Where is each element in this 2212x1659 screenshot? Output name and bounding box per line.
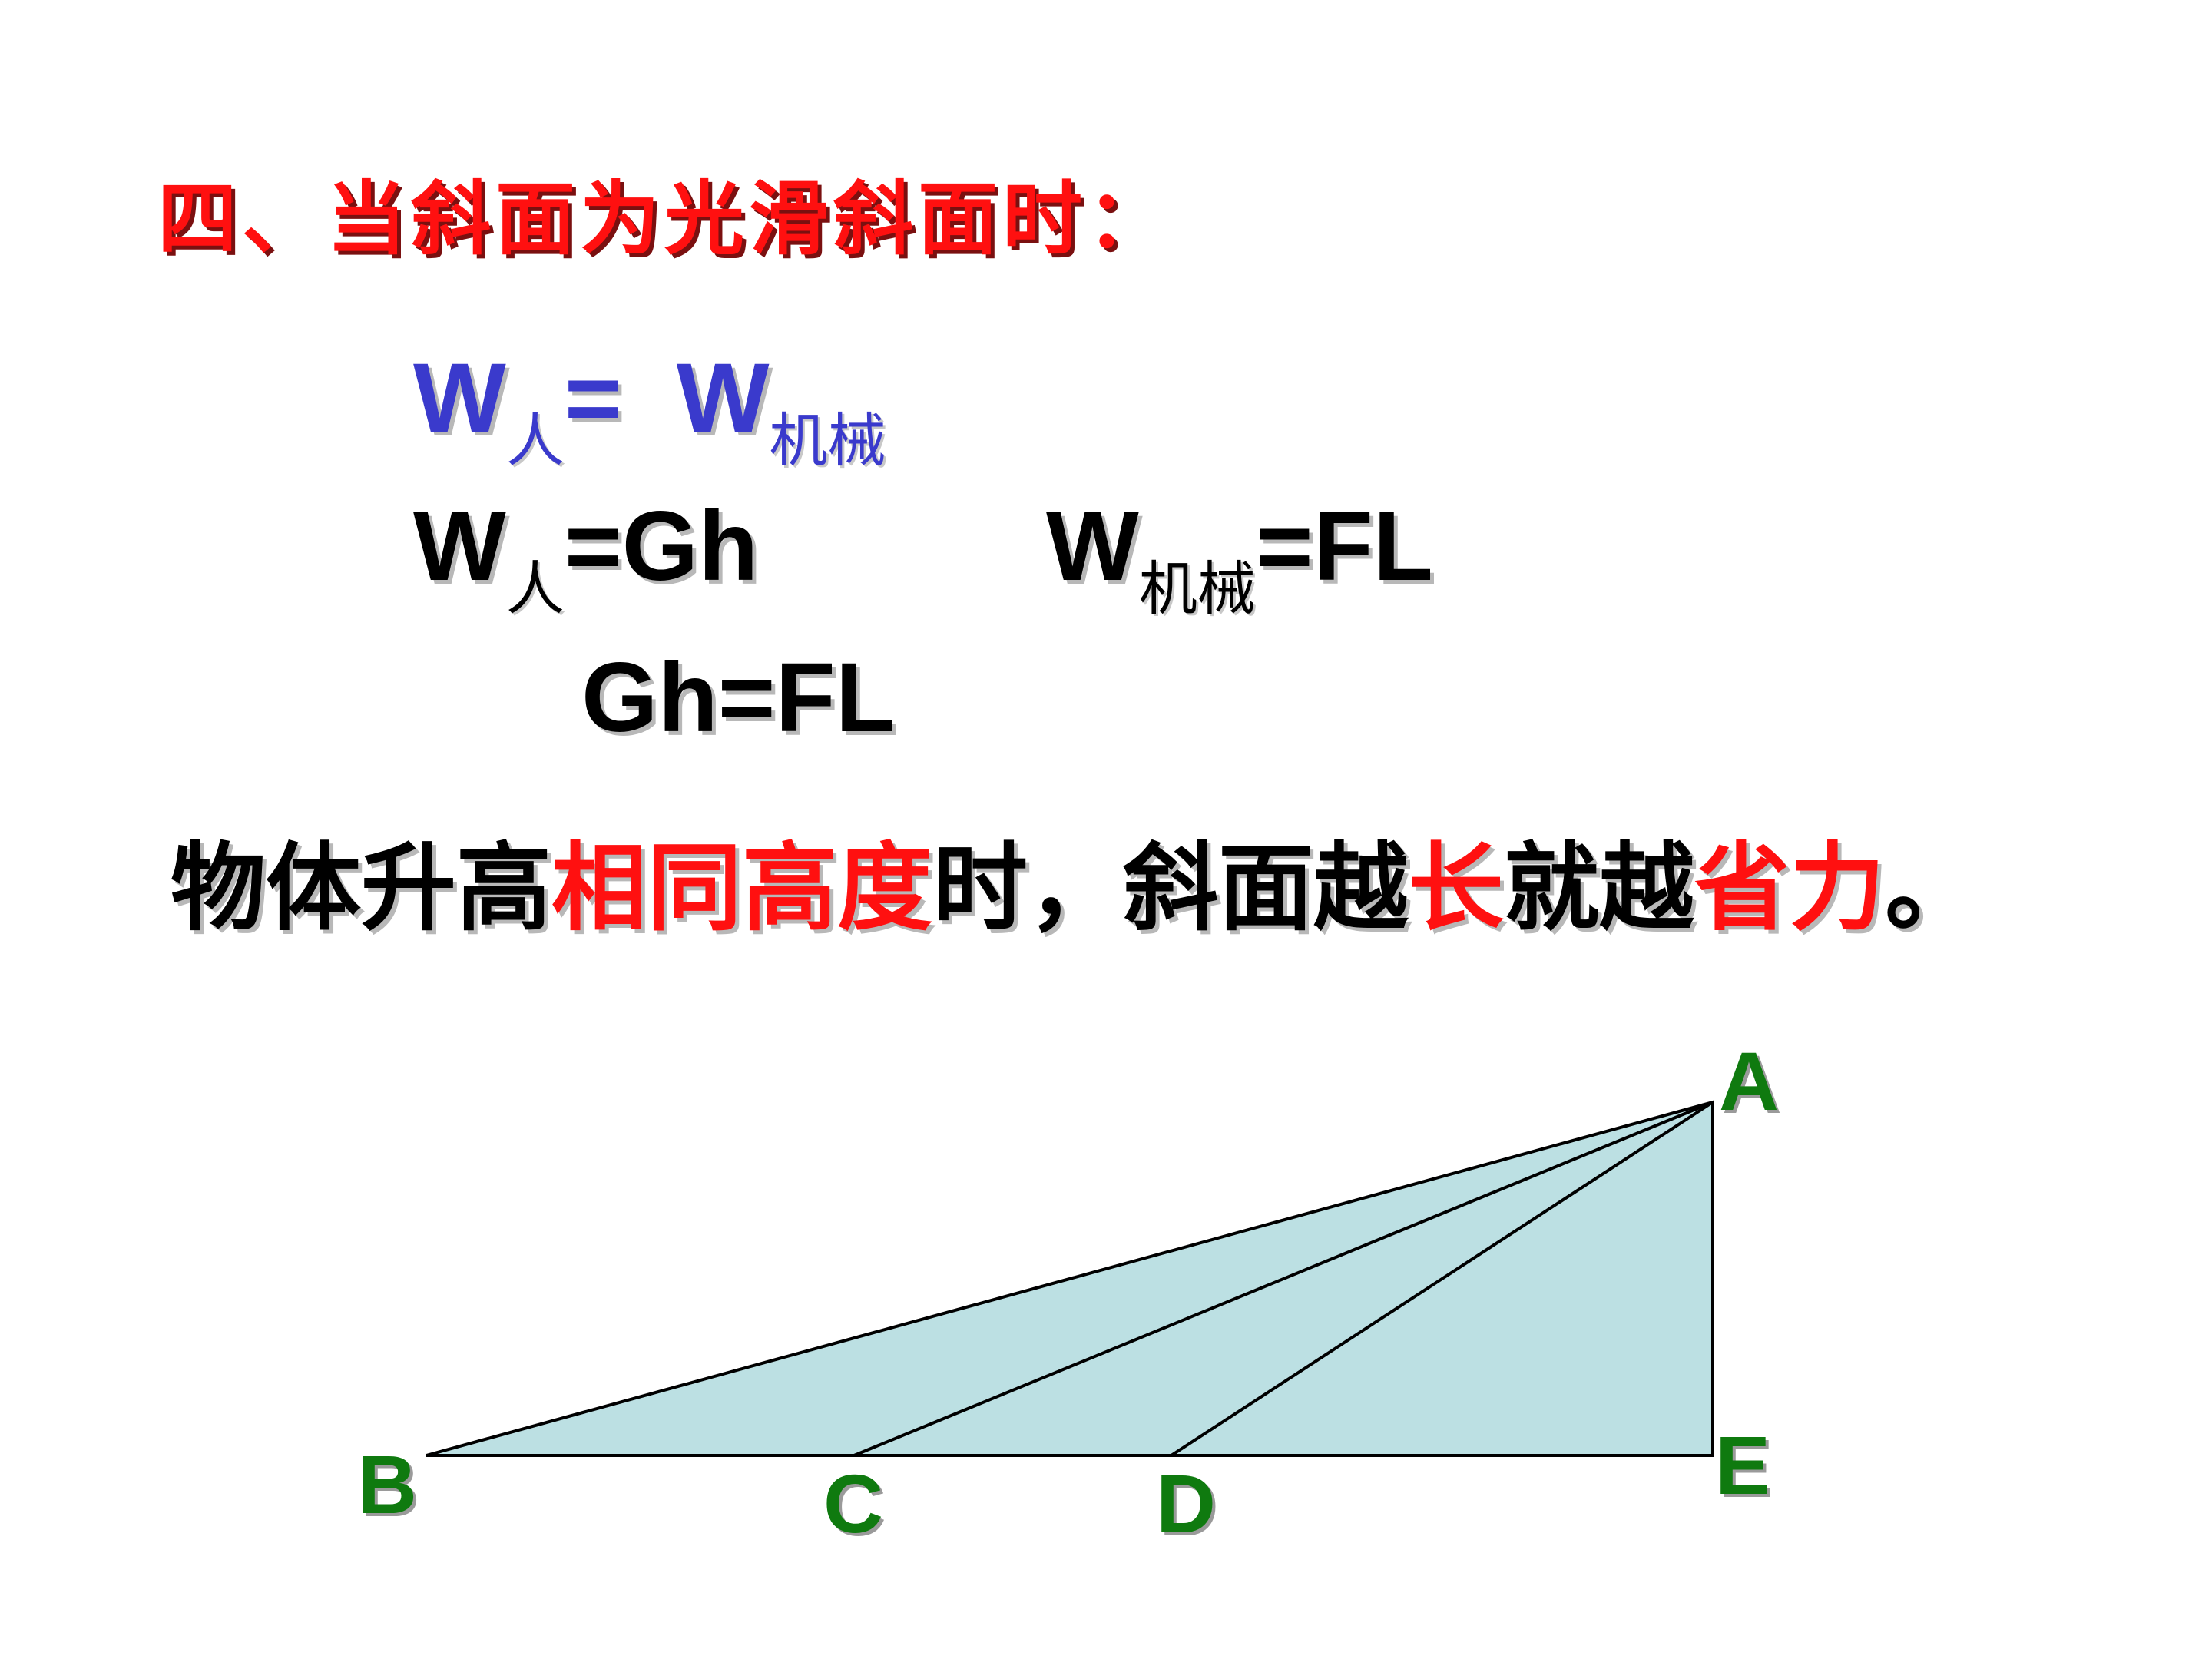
point-label-e: E: [1715, 1419, 1770, 1512]
work-symbol: W: [413, 343, 506, 453]
work-subscript-machine: 机械: [769, 406, 886, 475]
equals-sign: =: [564, 343, 677, 453]
sentence-part: 。: [1885, 833, 1981, 944]
sentence-part: 就越: [1504, 833, 1695, 944]
formula-work-machine: W机械=FL: [1046, 498, 1433, 618]
sentence-part: 物体升高: [171, 833, 552, 944]
sentence-emphasis: 相同高度: [551, 833, 933, 944]
point-label-a: A: [1719, 1035, 1779, 1128]
formula-work-person: W人=Gh: [413, 498, 758, 618]
incline-line-ad: [1170, 1101, 1714, 1457]
point-label-d: D: [1156, 1457, 1216, 1550]
work-symbol: W: [1046, 492, 1139, 601]
work-subscript-person: 人: [505, 406, 565, 475]
conclusion-sentence: 物体升高相同高度时，斜面越长就越省力。: [171, 810, 1980, 949]
sentence-emphasis: 长: [1409, 833, 1505, 944]
point-label-b: B: [357, 1438, 417, 1531]
incline-triangle: [426, 1100, 1714, 1457]
incline-line-ac: [853, 1101, 1714, 1457]
formula-work-equality: W人= W机械: [413, 349, 886, 470]
formula-rhs: =FL: [1255, 492, 1433, 601]
sentence-part: 时，斜面越: [932, 833, 1409, 944]
point-label-c: C: [823, 1457, 883, 1550]
work-subscript-person: 人: [505, 555, 565, 623]
work-subscript-machine: 机械: [1138, 555, 1256, 623]
slide-title: 四、当斜面为光滑斜面时：: [157, 172, 1172, 266]
sentence-emphasis: 省力: [1694, 833, 1886, 944]
formula-rhs: =Gh: [564, 492, 759, 601]
work-symbol: W: [413, 492, 506, 601]
formula-gh-fl: Gh=FL: [581, 643, 896, 753]
work-symbol: W: [676, 343, 770, 453]
